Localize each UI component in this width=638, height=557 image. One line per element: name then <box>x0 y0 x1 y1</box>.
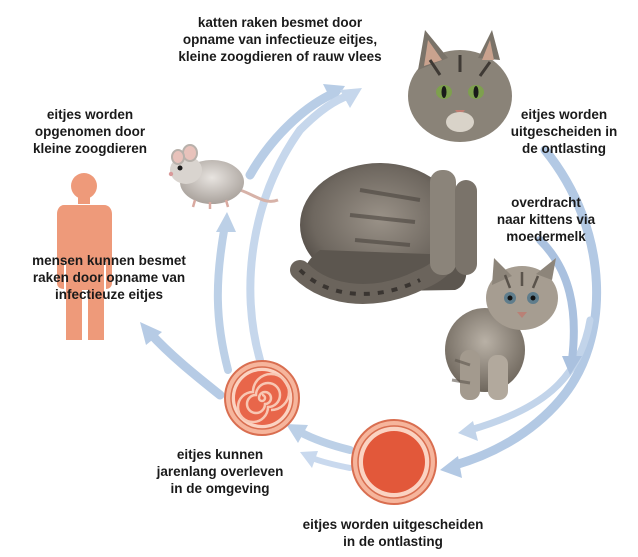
arrowhead-eggs-to-mouse <box>216 212 236 232</box>
arrow-eggs-to-mouse <box>218 225 228 370</box>
arrow-eggs-to-human <box>150 333 220 395</box>
label-eggs-survive: eitjes kunnen jarenlang overleven in de … <box>130 446 310 497</box>
label-humans-infected: mensen kunnen besmet raken door opname v… <box>4 252 214 303</box>
label-transfer-kittens: overdracht naar kittens via moedermelk <box>482 194 610 245</box>
egg-icon <box>225 361 299 435</box>
cat-icon <box>300 30 512 294</box>
egg-icon <box>352 420 436 504</box>
label-eggs-excreted-bottom: eitjes worden uitgescheiden in de ontlas… <box>268 516 518 550</box>
label-eggs-excreted-right: eitjes worden uitgescheiden in de ontlas… <box>500 106 628 157</box>
arrow-feces-to-environment-2 <box>312 458 350 468</box>
label-eggs-small-mammals: eitjes worden opgenomen door kleine zoog… <box>10 106 170 157</box>
label-cats-infected: katten raken besmet door opname van infe… <box>150 14 410 65</box>
arrowhead-kitten-to-feces <box>458 421 478 441</box>
arrow-mouse-to-cat <box>250 95 330 175</box>
